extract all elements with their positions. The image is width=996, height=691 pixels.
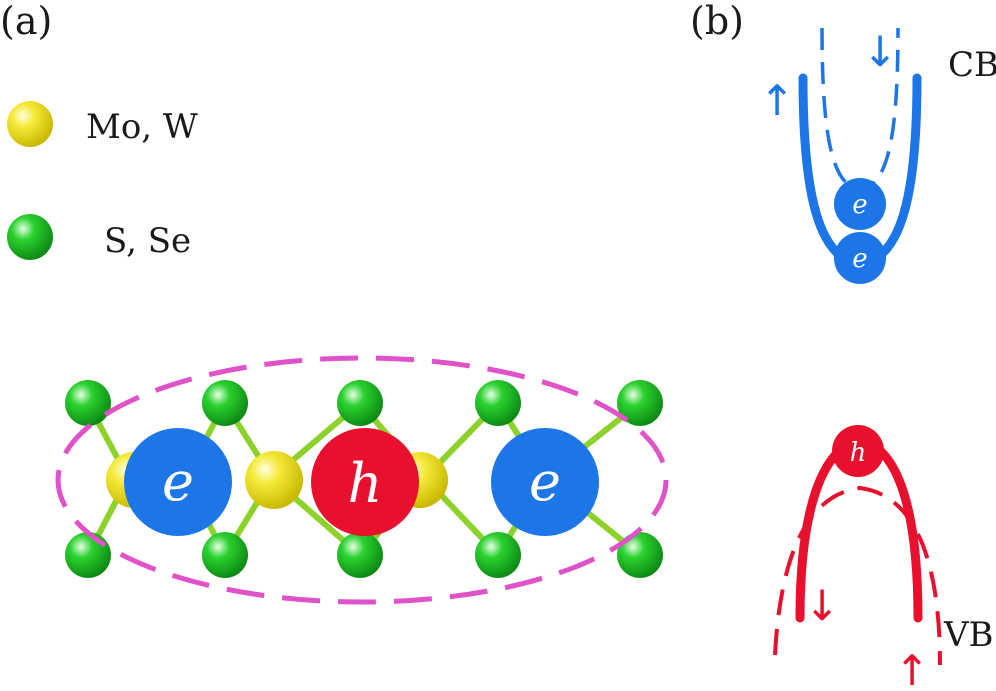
- hole-center: [311, 428, 419, 536]
- chalcogen-atom: [65, 532, 111, 578]
- chalcogen-atom: [617, 532, 663, 578]
- legend-chalcogen-label: S, Se: [104, 221, 191, 261]
- vb-spin-down-arrow: ↓: [804, 581, 839, 630]
- electron-left-label: e: [162, 450, 194, 513]
- electron-right-label: e: [529, 450, 561, 513]
- vb-spin-up-arrow: ↑: [894, 646, 929, 691]
- cb-electron-upper: [834, 178, 886, 230]
- cb-spin-up-arrow: ↑: [759, 76, 794, 125]
- cb-spin-down-arrow: ↓: [862, 27, 897, 76]
- cb-electron-upper-label: e: [852, 190, 867, 220]
- cb-electron-lower-label: e: [852, 244, 867, 274]
- vb-label: VB: [943, 615, 994, 655]
- electron-left: [124, 428, 232, 536]
- hole-center-label: h: [348, 452, 383, 515]
- chalcogen-atom: [337, 380, 383, 426]
- panel-b-label: (b): [690, 0, 744, 43]
- valence-band-dashed: [773, 485, 942, 666]
- chalcogen-atom: [617, 380, 663, 426]
- cb-label: CB: [948, 45, 996, 85]
- legend-chalcogen-atom: [7, 214, 53, 260]
- vb-hole-label: h: [850, 438, 867, 468]
- legend-metal-atom: [7, 101, 53, 147]
- chalcogen-atom: [475, 532, 521, 578]
- vb-hole: [832, 425, 884, 477]
- chalcogen-atom: [202, 532, 248, 578]
- exciton-particles: e h e: [124, 428, 599, 536]
- chalcogen-atoms: [65, 380, 663, 578]
- chalcogen-atom: [65, 380, 111, 426]
- electron-right: [491, 428, 599, 536]
- metal-atom: [245, 451, 303, 509]
- chalcogen-atom: [202, 380, 248, 426]
- cb-electron-lower: [834, 232, 886, 284]
- chalcogen-atom: [337, 532, 383, 578]
- exciton-outline: [55, 355, 669, 605]
- chalcogen-atom: [475, 380, 521, 426]
- legend-metal-label: Mo, W: [86, 107, 198, 147]
- panel-a-label: (a): [0, 0, 52, 43]
